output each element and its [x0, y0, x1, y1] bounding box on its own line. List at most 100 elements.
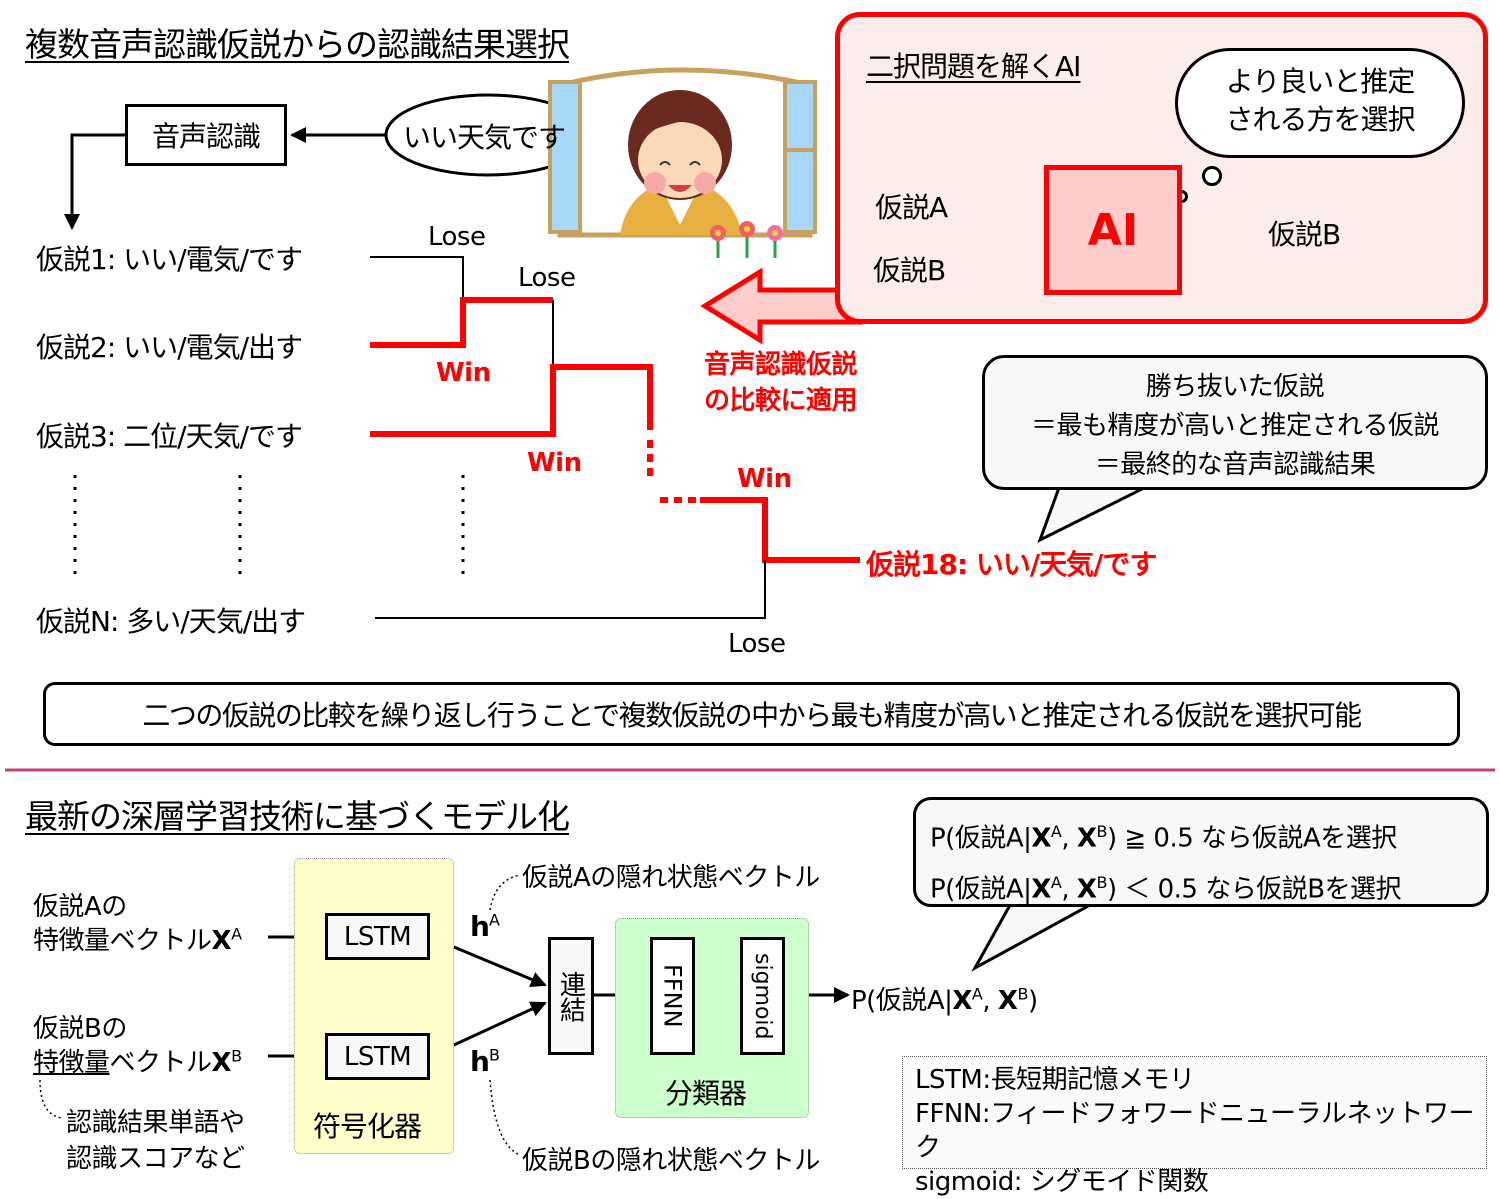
apply-label-line2: の比較に適用	[704, 386, 858, 416]
bracket-h2-line	[370, 297, 553, 348]
glossary-desc: フィードフォワードニューラルネットワーク	[915, 1099, 1475, 1163]
output-xa: X	[952, 986, 972, 1016]
bracket-label-lose-1: Lose	[428, 222, 486, 252]
rule1-xb: X	[1076, 823, 1097, 854]
output-suffix: )	[1027, 986, 1038, 1016]
rule1-suffix: ) ≧ 0.5 なら仮説Aを選択	[1106, 823, 1397, 854]
asr-box-label: 音声認識	[151, 120, 261, 153]
glossary-term: sigmoid	[915, 1167, 1014, 1197]
input-b-feature-underlined: 特徴量	[33, 1048, 110, 1078]
lstm-a-label: LSTM	[343, 921, 412, 952]
output-prefix: P(仮説A|	[851, 986, 953, 1016]
glossary-item-ffnn: FFNN:フィードフォワードニューラルネットワーク	[915, 1097, 1486, 1165]
ai-input-b: 仮説B	[873, 254, 946, 287]
feature-note-line2: 認識スコアなど	[66, 1144, 245, 1174]
bracket-label-lose-final: Lose	[728, 629, 786, 659]
lstm-a-box: LSTM	[325, 913, 430, 960]
hidden-a-note: 仮説Aの隠れ状態ベクトル	[522, 863, 820, 893]
ffnn-label: FFNN	[658, 964, 687, 1028]
hidden-a-symbol: hA	[470, 910, 500, 943]
output-xa-sup: A	[971, 984, 983, 1004]
thought-line2: される方を選択	[1225, 103, 1415, 136]
hidden-b-note: 仮説Bの隠れ状態ベクトル	[522, 1146, 820, 1176]
thought-cloud: より良いと推定 される方を選択	[1175, 48, 1465, 158]
sigmoid-label: sigmoid	[750, 952, 775, 1040]
ai-output: 仮説B	[1268, 218, 1341, 251]
winner-callout: 勝ち抜いた仮説 ＝最も精度が高いと推定される仮説 ＝最終的な音声認識結果	[982, 355, 1488, 490]
hypothesis-3: 仮説3: 二位/天気/です	[36, 420, 303, 453]
decision-callout-tail	[971, 903, 1091, 972]
ffnn-box: FFNN	[650, 937, 695, 1055]
rule2-suffix: ) ＜ 0.5 なら仮説Bを選択	[1106, 874, 1402, 905]
hidden-a-sup: A	[488, 910, 500, 930]
ai-panel-title: 二択問題を解くAI	[866, 50, 1081, 83]
concat-box: 連結	[548, 937, 594, 1055]
hidden-a-h: h	[470, 910, 490, 943]
rule1-prefix: P(仮説A|	[930, 823, 1032, 854]
bracket-label-win-3: Win	[737, 464, 792, 494]
bracket-hN-line	[375, 560, 766, 619]
winner-callout-line3: ＝最終的な音声認識結果	[1094, 450, 1376, 480]
hypothesis-2: 仮説2: いい/電気/出す	[36, 331, 303, 364]
flowers-icon	[710, 221, 783, 258]
input-b-line2: 特徴量ベクトルXB	[33, 1042, 242, 1079]
rule2-xa-sup: A	[1050, 872, 1062, 892]
glossary-desc: シグモイド関数	[1022, 1167, 1209, 1197]
classifier-label: 分類器	[665, 1077, 747, 1110]
rule1-xb-sup: B	[1096, 822, 1107, 841]
sigmoid-box: sigmoid	[740, 937, 785, 1055]
rule1-xa-sup: A	[1050, 822, 1062, 841]
glossary-term: FFNN	[915, 1099, 982, 1129]
input-b-line1: 仮説Bの	[33, 1014, 127, 1044]
decision-rule-2: P(仮説A|XA, XB) ＜ 0.5 なら仮説Bを選択	[930, 872, 1402, 905]
lstm-b-box: LSTM	[325, 1033, 430, 1080]
lstm-b-label: LSTM	[343, 1041, 412, 1072]
bracket-final-line	[700, 497, 860, 563]
encoder-region	[294, 858, 454, 1154]
input-a-line1: 仮説Aの	[33, 892, 127, 922]
input-b-sup: B	[231, 1046, 242, 1066]
ai-box-label: AI	[1087, 204, 1139, 256]
output-mid: ,	[982, 986, 998, 1016]
rule2-prefix: P(仮説A|	[930, 874, 1032, 905]
summary-box: 二つの仮説の比較を繰り返し行うことで複数仮説の中から最も精度が高いと推定される仮…	[43, 682, 1460, 746]
hypothesis-1: 仮説1: いい/電気/です	[36, 243, 303, 276]
hidden-b-h: h	[470, 1045, 490, 1078]
input-a-feature-label: 特徴量ベクトル	[33, 926, 212, 956]
apply-label: 音声認識仮説 の比較に適用	[704, 347, 858, 419]
summary-text: 二つの仮説の比較を繰り返し行うことで複数仮説の中から最も精度が高いと推定される仮…	[142, 699, 1362, 732]
encoder-label: 符号化器	[313, 1110, 422, 1143]
apply-label-line1: 音声認識仮説	[704, 350, 858, 380]
glossary-item-sigmoid: sigmoid: シグモイド関数	[915, 1165, 1486, 1199]
glossary-desc: 長短期記憶メモリ	[990, 1065, 1196, 1095]
person-at-window-illustration	[548, 67, 817, 258]
rule1-xa: X	[1031, 823, 1051, 854]
bracket-h1-line	[370, 256, 464, 300]
bracket-h3-line	[370, 364, 653, 437]
model-output: P(仮説A|XA, XB)	[851, 980, 1038, 1017]
bracket-label-win-2: Win	[527, 448, 582, 478]
speech-bubble-text: いい天気です	[403, 121, 566, 154]
winner-callout-line2: ＝最も精度が高いと推定される仮説	[1030, 411, 1440, 441]
input-a-x-symbol: X	[211, 926, 232, 956]
feature-note-line1: 認識結果単語や	[66, 1108, 245, 1138]
input-a-sup: A	[231, 924, 242, 944]
output-xb: X	[997, 986, 1018, 1016]
glossary-sep: :	[982, 1065, 991, 1095]
winner-callout-tail	[1037, 483, 1151, 544]
rule2-xb: X	[1076, 874, 1097, 905]
bottom-section-title: 最新の深層学習技術に基づくモデル化	[25, 797, 570, 836]
rule2-xb-sup: B	[1096, 872, 1107, 892]
asr-box: 音声認識	[125, 104, 287, 166]
ai-box: AI	[1044, 165, 1182, 295]
output-xb-sup: B	[1017, 984, 1028, 1004]
winner-hypothesis: 仮説18: いい/天気/です	[866, 548, 1157, 581]
decision-rule-1: P(仮説A|XA, XB) ≧ 0.5 なら仮説Aを選択	[930, 822, 1397, 854]
glossary-sep: :	[1013, 1167, 1023, 1197]
rule2-xa: X	[1031, 874, 1051, 905]
glossary-sep: :	[981, 1099, 991, 1129]
concat-label: 連結	[555, 970, 586, 1022]
top-section-title: 複数音声認識仮説からの認識結果選択	[25, 25, 570, 64]
hidden-b-sup: B	[488, 1045, 500, 1065]
hypothesis-n: 仮説N: 多い/天気/出す	[36, 605, 306, 638]
